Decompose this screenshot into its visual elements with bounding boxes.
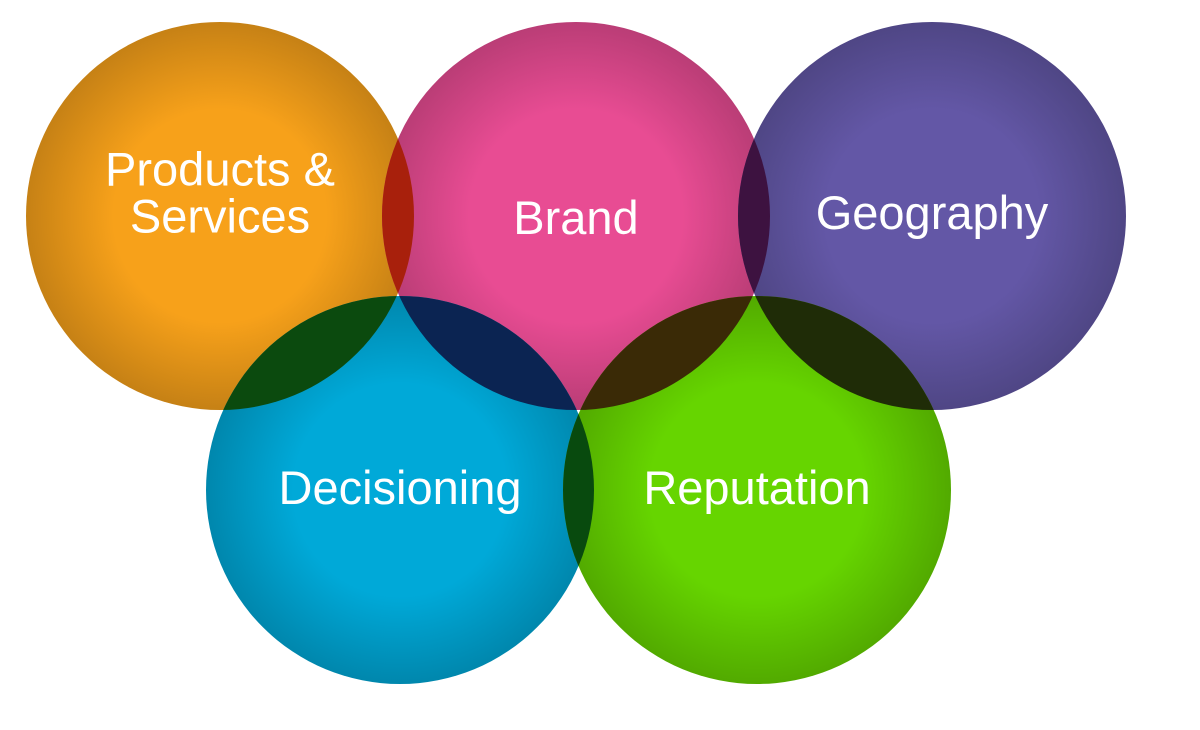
circle-layer [26, 22, 1126, 684]
label-line: Reputation [643, 461, 870, 514]
label-products-services: Products &Services [105, 143, 335, 243]
label-decisioning: Decisioning [279, 461, 522, 514]
label-geography: Geography [816, 186, 1049, 239]
label-layer: Products &Services Brand GeographyDecision… [105, 143, 1049, 515]
label-reputation: Reputation [643, 461, 870, 514]
circle-products-services [26, 22, 414, 410]
label-line: Decisioning [279, 461, 522, 514]
overlap-brand-decisioning [382, 296, 594, 410]
overlap-geography-reputation [738, 296, 951, 410]
label-line: Geography [816, 186, 1049, 239]
label-line: Services [130, 190, 310, 243]
label-brand: Brand [513, 191, 638, 244]
label-line: Brand [513, 191, 638, 244]
label-line: Products & [105, 143, 335, 196]
